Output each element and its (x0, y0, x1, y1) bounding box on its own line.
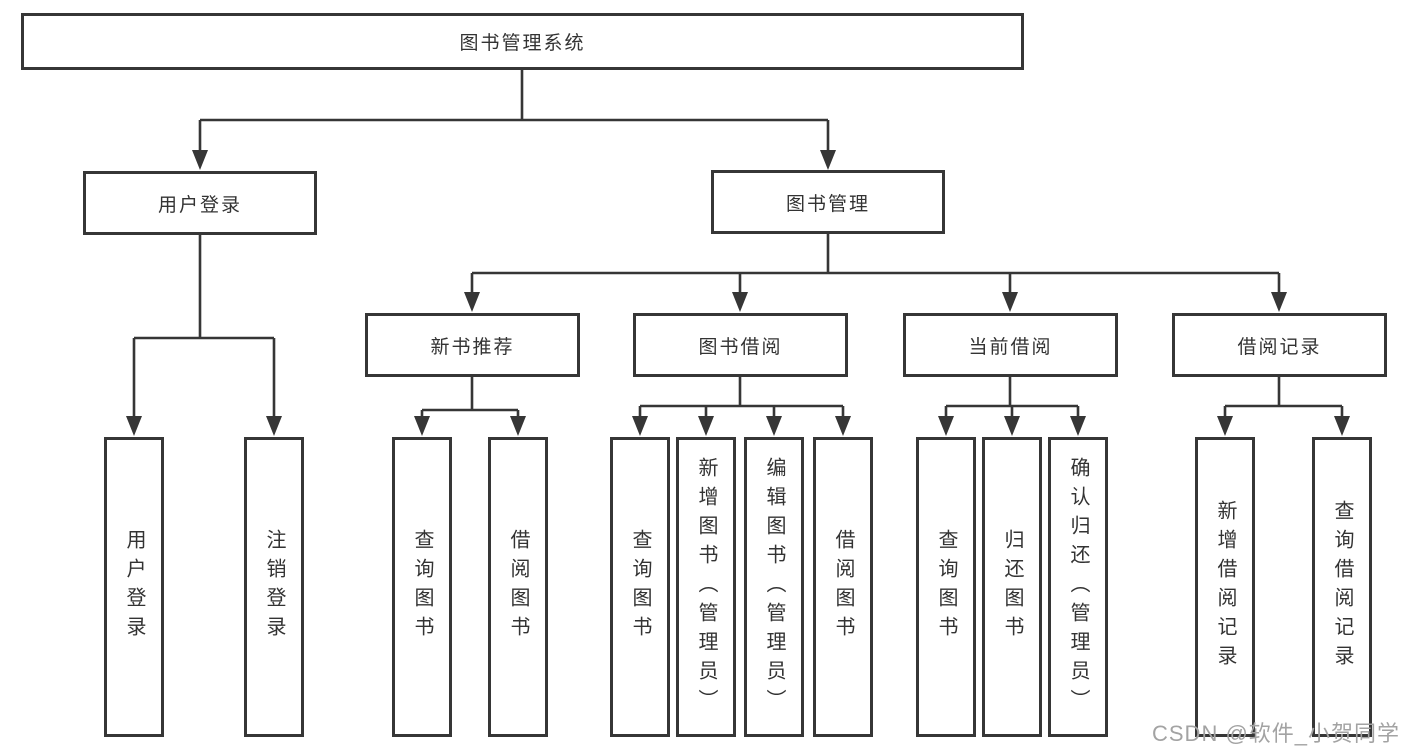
leaf-logout-login: 注销登录 (244, 437, 304, 737)
node-root: 图书管理系统 (21, 13, 1024, 70)
node-borrowing-records: 借阅记录 (1172, 313, 1387, 377)
leaf-current-confirm-return-admin: 确认归还（管理员） (1048, 437, 1108, 737)
leaf-recommend-borrow-books: 借阅图书 (488, 437, 548, 737)
arrowhead-icons (126, 150, 1350, 436)
leaf-records-add-record: 新增借阅记录 (1195, 437, 1255, 737)
csdn-watermark: CSDN @软件_小贺同学 (1152, 721, 1401, 746)
leaf-recommend-query-books: 查询图书 (392, 437, 452, 737)
node-user-login: 用户登录 (83, 171, 317, 235)
leaf-borrowing-borrow-books: 借阅图书 (813, 437, 873, 737)
leaf-current-return-books: 归还图书 (982, 437, 1042, 737)
leaf-borrowing-edit-books-admin: 编辑图书（管理员） (744, 437, 804, 737)
leaf-user-login: 用户登录 (104, 437, 164, 737)
leaf-borrowing-add-books-admin: 新增图书（管理员） (676, 437, 736, 737)
leaf-current-query-books: 查询图书 (916, 437, 976, 737)
leaf-records-query-record: 查询借阅记录 (1312, 437, 1372, 737)
node-book-management: 图书管理 (711, 170, 945, 234)
node-current-borrowing: 当前借阅 (903, 313, 1118, 377)
node-book-borrowing: 图书借阅 (633, 313, 848, 377)
node-new-book-recommendation: 新书推荐 (365, 313, 580, 377)
leaf-borrowing-query-books: 查询图书 (610, 437, 670, 737)
